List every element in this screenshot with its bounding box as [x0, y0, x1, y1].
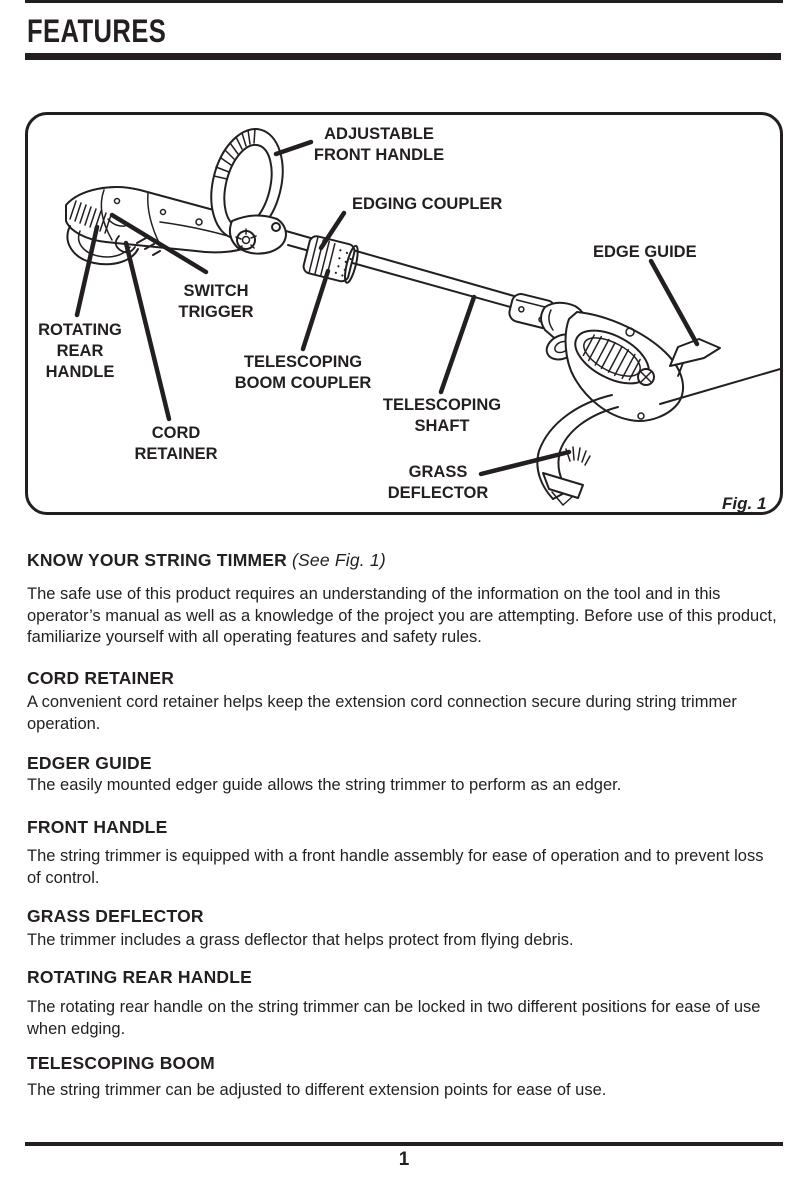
- section-heading-grass-deflector: GRASS DEFLECTOR: [27, 906, 204, 926]
- heading-see-fig-ref: (See Fig. 1): [286, 550, 386, 570]
- front-loop-handle: [210, 128, 287, 255]
- deflector-spray-marks: [565, 446, 591, 466]
- leader-telescoping-shaft: [438, 294, 477, 395]
- section-heading-cord-retainer: CORD RETAINER: [27, 668, 175, 688]
- label-adjustable-front-handle: ADJUSTABLE FRONT HANDLE: [313, 125, 445, 164]
- label-rotating-rear-handle: ROTATING REAR HANDLE: [38, 321, 122, 381]
- figure-caption: Fig. 1: [722, 494, 767, 513]
- vent-grille: [574, 329, 650, 385]
- section-heading-telescoping-boom: TELESCOPING BOOM: [27, 1053, 215, 1073]
- section-body-telescoping-boom: The string trimmer can be adjusted to di…: [27, 1081, 607, 1099]
- leader-grass-deflector: [478, 449, 572, 477]
- leader-switch-trigger: [109, 212, 209, 275]
- label-cord-retainer: CORD RETAINER: [134, 424, 218, 463]
- coupler-texture-dots: [334, 249, 352, 277]
- section-body-front-handle: The string trimmer is equipped with a fr…: [27, 847, 764, 887]
- section-body-know-your-string-trimmer: The safe use of this product requires an…: [27, 585, 777, 646]
- string-trimmer-illustration: [65, 128, 780, 506]
- section-heading-rotating-rear-handle: ROTATING REAR HANDLE: [27, 967, 253, 987]
- label-edge-guide: EDGE GUIDE: [593, 243, 697, 261]
- leader-cord-retainer: [123, 240, 172, 422]
- title-rule: [25, 53, 781, 60]
- heading-text: KNOW YOUR STRING TIMMER: [27, 550, 287, 570]
- leader-edge-guide: [648, 258, 700, 347]
- leader-lines: [74, 139, 700, 477]
- guard-rod: [659, 367, 780, 405]
- loop-grip-hatch: [213, 128, 256, 180]
- section-heading-edger-guide: EDGER GUIDE: [27, 753, 152, 773]
- grass-deflector-part: [536, 394, 619, 506]
- label-grass-deflector: GRASS DEFLECTOR: [387, 463, 489, 502]
- section-heading-know-your-string-trimmer: KNOW YOUR STRING TIMMER (See Fig. 1): [27, 550, 386, 570]
- label-switch-trigger: SWITCH TRIGGER: [178, 282, 254, 321]
- rear-grip-hatch: [69, 200, 112, 234]
- leader-edging-coupler: [318, 210, 347, 251]
- page-number: 1: [398, 1149, 410, 1170]
- page-title: FEATURES: [27, 13, 167, 49]
- label-telescoping-shaft: TELESCOPING SHAFT: [382, 396, 502, 435]
- top-rule: [25, 0, 783, 3]
- footer-rule: [25, 1142, 783, 1146]
- leader-telescoping-boom-coupler: [300, 268, 331, 352]
- section-body-rotating-rear-handle: The rotating rear handle on the string t…: [27, 998, 761, 1038]
- label-edging-coupler: EDGING COUPLER: [352, 195, 503, 213]
- label-telescoping-boom-coupler: TELESCOPING BOOM COUPLER: [234, 353, 372, 392]
- section-heading-front-handle: FRONT HANDLE: [27, 817, 168, 837]
- leader-adjustable-front-handle: [273, 139, 314, 157]
- trimmer-head: [536, 301, 780, 506]
- leader-rotating-rear-handle: [74, 224, 100, 318]
- section-body-edger-guide: The easily mounted edger guide allows th…: [27, 776, 622, 794]
- section-body-cord-retainer: A convenient cord retainer helps keep th…: [27, 693, 737, 733]
- figure-1-box: ADJUSTABLE FRONT HANDLE EDGING COUPLER E…: [25, 112, 783, 515]
- section-body-grass-deflector: The trimmer includes a grass deflector t…: [27, 931, 574, 949]
- edging-coupler-part: [302, 235, 359, 284]
